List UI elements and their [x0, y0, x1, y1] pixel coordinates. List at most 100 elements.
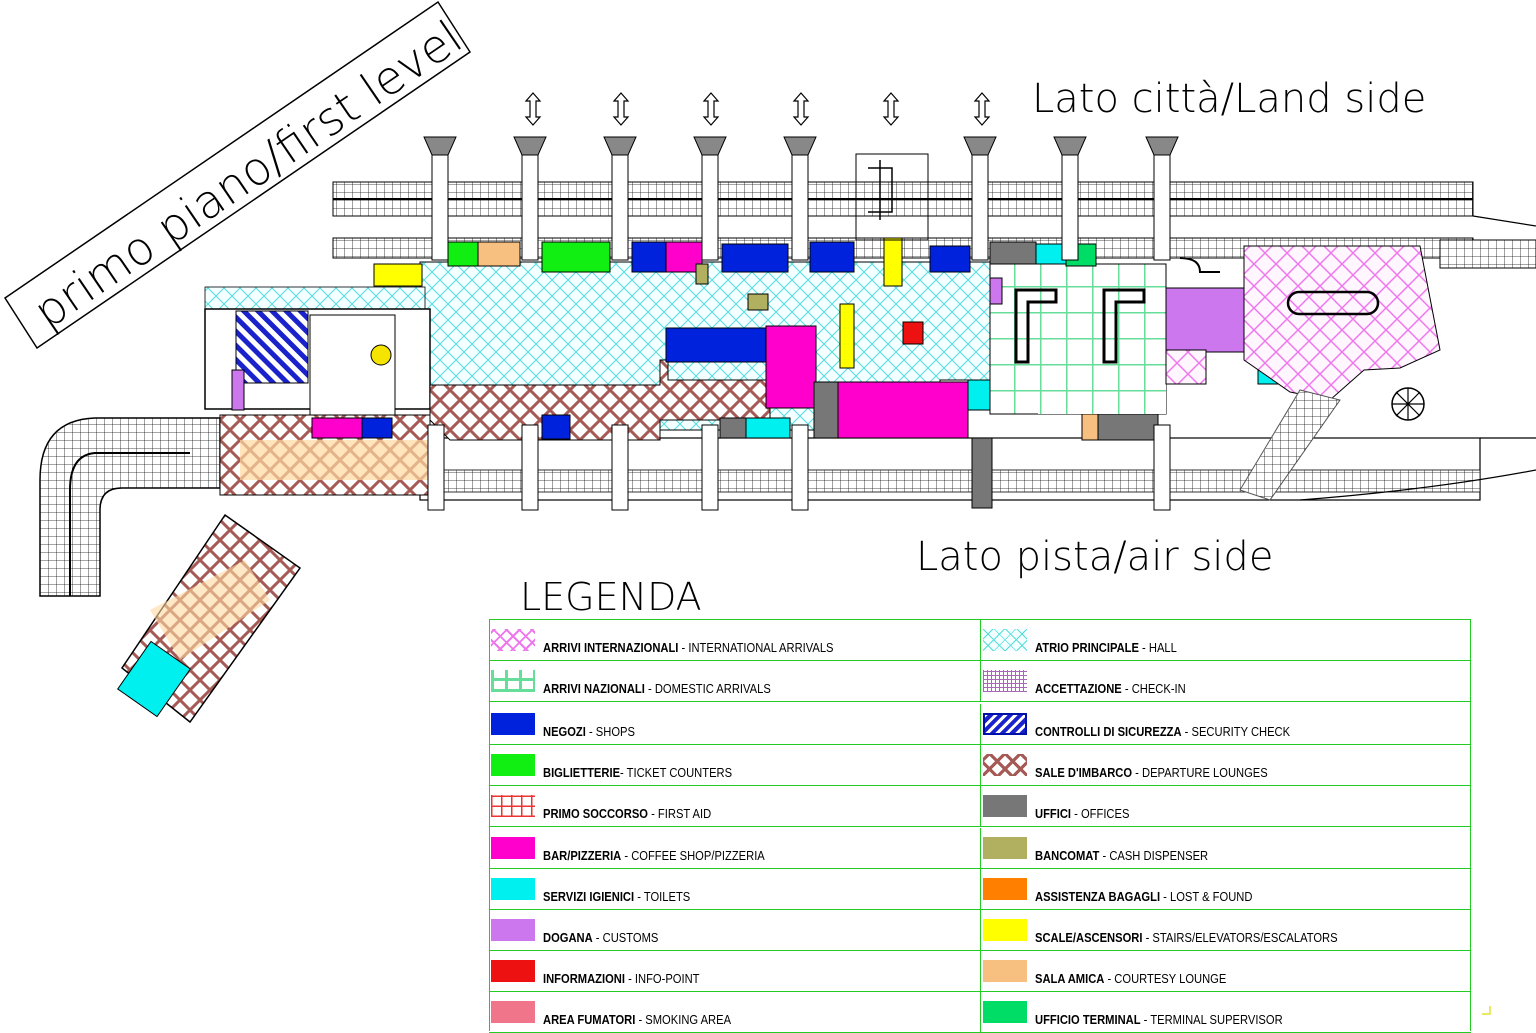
- gate-funnel: [783, 136, 817, 156]
- legend-label: UFFICIO TERMINAL - TERMINAL SUPERVISOR: [1035, 1012, 1283, 1027]
- legend-swatch: [983, 919, 1027, 941]
- corner-mark: [1482, 1006, 1491, 1015]
- legend-swatch: [491, 919, 535, 941]
- legend-swatch: [983, 837, 1027, 859]
- legend-label: BAR/PIZZERIA - COFFEE SHOP/PIZZERIA: [543, 848, 765, 863]
- stairs-elevators: [373, 237, 903, 369]
- fan-symbol: [1391, 387, 1425, 421]
- pier-column: [521, 424, 539, 511]
- land-side-piers: [423, 136, 1179, 261]
- legend-item: BIGLIETTERIE- TICKET COUNTERS: [489, 745, 980, 786]
- legend-swatch: [983, 878, 1027, 900]
- shops-zones: [361, 241, 971, 440]
- legend-item: CONTROLLI DI SICUREZZA - SECURITY CHECK: [980, 704, 1471, 745]
- legend-item: ATRIO PRINCIPALE - HALL: [980, 620, 1471, 661]
- legend-label: SERVIZI IGIENICI - TOILETS: [543, 889, 691, 904]
- legend-item: ASSISTENZA BAGAGLI - LOST & FOUND: [980, 869, 1471, 910]
- pier-column: [431, 154, 449, 261]
- pier-column: [791, 154, 809, 261]
- legend-swatch: [983, 670, 1027, 692]
- pier-column: [1061, 154, 1079, 261]
- pier-column: [701, 154, 719, 261]
- pier-column: [521, 154, 539, 261]
- pier-column: [427, 424, 445, 511]
- domestic-arrivals: [989, 243, 1167, 415]
- gate-funnel: [963, 136, 997, 156]
- legend-label: ARRIVI NAZIONALI - DOMESTIC ARRIVALS: [543, 681, 771, 696]
- international-arrivals: [1165, 245, 1441, 501]
- legend-swatch: [491, 713, 535, 735]
- legend-swatch: [983, 754, 1027, 776]
- legend-swatch: [491, 837, 535, 859]
- legend-swatch: [983, 629, 1027, 651]
- gate-funnel: [603, 136, 637, 156]
- legend-label: PRIMO SOCCORSO - FIRST AID: [543, 806, 712, 821]
- legend-label: ACCETTAZIONE - CHECK-IN: [1035, 681, 1186, 696]
- legend-item: BANCOMAT - CASH DISPENSER: [980, 828, 1471, 869]
- pier-column: [1153, 154, 1171, 261]
- legend-swatch: [491, 1001, 535, 1023]
- legend-item: UFFICIO TERMINAL - TERMINAL SUPERVISOR: [980, 992, 1471, 1033]
- access-arrows: [524, 92, 991, 126]
- legend-swatch: [491, 795, 535, 817]
- legend-item: SALA AMICA - COURTESY LOUNGE: [980, 951, 1471, 992]
- legend-swatch: [491, 754, 535, 776]
- gate-funnel: [423, 136, 457, 156]
- offices: [719, 241, 1159, 509]
- pier-column: [611, 154, 629, 261]
- info-point: [902, 321, 924, 345]
- legend-swatch: [983, 795, 1027, 817]
- double-arrow-icon: [702, 92, 720, 126]
- double-arrow-icon: [792, 92, 810, 126]
- legend-item: SCALE/ASCENSORI - STAIRS/ELEVATORS/ESCAL…: [980, 910, 1471, 951]
- legend-swatch: [983, 713, 1027, 735]
- security-check-area: [235, 310, 309, 384]
- legend-label: AREA FUMATORI - SMOKING AREA: [543, 1012, 732, 1027]
- legend-label: SALA AMICA - COURTESY LOUNGE: [1035, 971, 1227, 986]
- access-ramp: [39, 417, 221, 597]
- legend-swatch: [491, 878, 535, 900]
- gate-funnel: [1053, 136, 1087, 156]
- legend-item: BAR/PIZZERIA - COFFEE SHOP/PIZZERIA: [489, 828, 980, 869]
- legend-label: ASSISTENZA BAGAGLI - LOST & FOUND: [1035, 889, 1253, 904]
- legend-label: SCALE/ASCENSORI - STAIRS/ELEVATORS/ESCAL…: [1035, 930, 1338, 945]
- gate-funnel: [1145, 136, 1179, 156]
- pier-column: [971, 154, 989, 261]
- legend-label: CONTROLLI DI SICUREZZA - SECURITY CHECK: [1035, 724, 1291, 739]
- legend-label: ARRIVI INTERNAZIONALI - INTERNATIONAL AR…: [543, 640, 834, 655]
- air-side-label: Lato pista/air side: [916, 534, 1273, 580]
- legend-label: NEGOZI - SHOPS: [543, 724, 635, 739]
- left-block: [204, 308, 431, 416]
- departure-lounges: [117, 359, 771, 724]
- legend-label: DOGANA - CUSTOMS: [543, 930, 659, 945]
- gate-funnel: [693, 136, 727, 156]
- ticket-counters: [447, 241, 611, 273]
- legend-swatch: [491, 670, 535, 692]
- pier-column: [611, 424, 629, 511]
- cash-dispenser: [695, 263, 1099, 441]
- legend-swatch: [983, 1001, 1027, 1023]
- air-side-piers: [427, 424, 1171, 511]
- double-arrow-icon: [882, 92, 900, 126]
- legend-item: PRIMO SOCCORSO - FIRST AID: [489, 786, 980, 827]
- legend-swatch: [491, 629, 535, 651]
- legend-label: SALE D'IMBARCO - DEPARTURE LOUNGES: [1035, 765, 1268, 780]
- legend-item: ARRIVI INTERNAZIONALI - INTERNATIONAL AR…: [489, 620, 980, 661]
- pier-column: [791, 424, 809, 511]
- legend-item: ARRIVI NAZIONALI - DOMESTIC ARRIVALS: [489, 661, 980, 702]
- legend-swatch: [491, 960, 535, 982]
- pier-column: [1153, 424, 1171, 511]
- legend-label: BIGLIETTERIE- TICKET COUNTERS: [543, 765, 733, 780]
- double-arrow-icon: [524, 92, 542, 126]
- customs: [989, 277, 1245, 353]
- legend-label: BANCOMAT - CASH DISPENSER: [1035, 848, 1209, 863]
- legend-item: NEGOZI - SHOPS: [489, 704, 980, 745]
- legend-label: ATRIO PRINCIPALE - HALL: [1035, 640, 1177, 655]
- legend-item: UFFICI - OFFICES: [980, 786, 1471, 827]
- legend-label: UFFICI - OFFICES: [1035, 806, 1130, 821]
- right-road-end: [1439, 215, 1536, 269]
- pier-column: [701, 424, 719, 511]
- legend-table: ARRIVI INTERNAZIONALI - INTERNATIONAL AR…: [489, 620, 1471, 1033]
- legend-title: LEGENDA: [520, 575, 702, 619]
- gate-funnel: [513, 136, 547, 156]
